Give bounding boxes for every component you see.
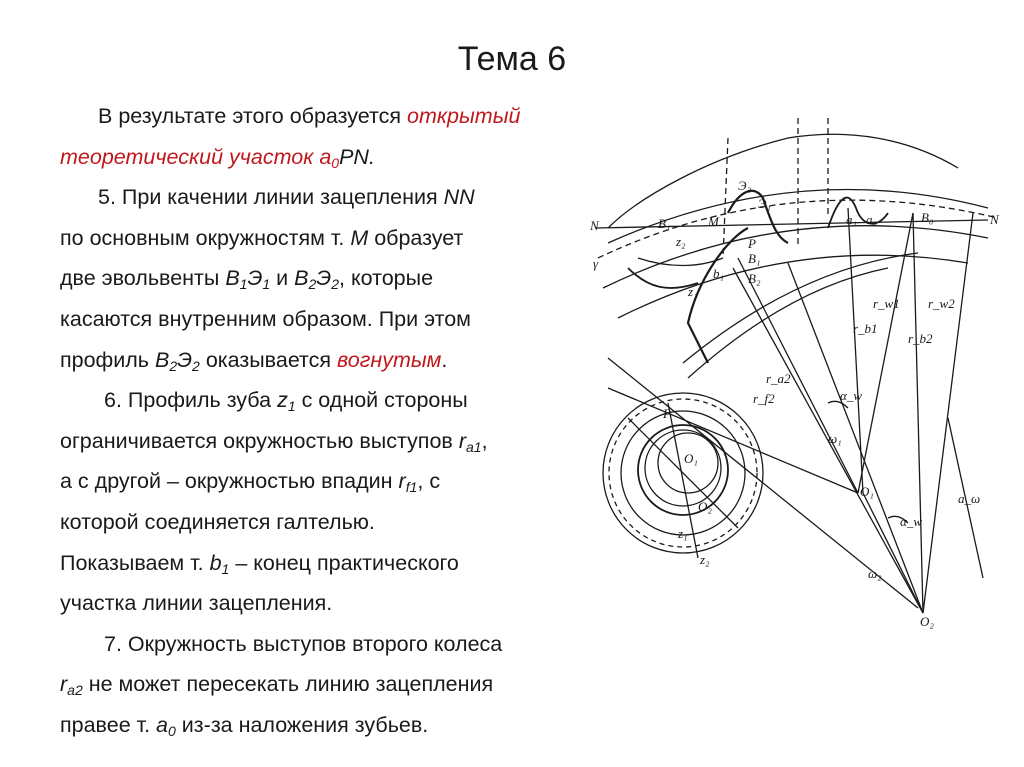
highlight-concave: вогнутым bbox=[337, 347, 442, 372]
text-line: участка линии зацепления. bbox=[60, 591, 333, 616]
label-P: P bbox=[747, 236, 756, 251]
label-O2: O₂ bbox=[920, 614, 934, 629]
label-rb1: r_b1 bbox=[853, 321, 878, 336]
label-ra2: r_a2 bbox=[766, 371, 791, 386]
label-O1: O₁ bbox=[860, 484, 874, 499]
label-z1-top: z₁ bbox=[687, 284, 698, 299]
label-alpha-w: α_w bbox=[840, 388, 862, 403]
text-line: две эвольвенты B1Э1 и B2Э2, которые bbox=[60, 266, 434, 293]
text-line: ra2 не может пересекать линию зацепления bbox=[60, 672, 494, 699]
label-rw1: r_w1 bbox=[873, 296, 900, 311]
label-rf2: r_f2 bbox=[753, 391, 775, 406]
label-z1-small: z₁ bbox=[677, 526, 688, 541]
label-E1: Э₁ bbox=[758, 196, 771, 211]
label-B1b: B₁ bbox=[748, 251, 760, 266]
gear-mesh-diagram: N N B₁ M a₁ a₀ B₀ z₂ z₁ Э₂ Э₁ P B₁ B₂ b₁… bbox=[588, 118, 1018, 638]
label-gamma: γ bbox=[593, 256, 599, 271]
text-line: ограничивается окружностью выступов ra1, bbox=[60, 428, 488, 455]
label-E2: Э₂ bbox=[738, 178, 752, 193]
highlight-open: открытый bbox=[407, 104, 521, 128]
text-line: теоретический участок a0PN. bbox=[60, 137, 600, 178]
label-N-left: N bbox=[589, 218, 600, 233]
text-line: 5. При качении линии зацепления NN bbox=[98, 185, 475, 210]
label-aw: a_ω bbox=[958, 491, 980, 506]
label-N-right: N bbox=[989, 212, 1000, 227]
text-line: а с другой – окружностью впадин rf1, с bbox=[60, 469, 441, 496]
text-line: В результате этого образуется открытый bbox=[60, 96, 600, 137]
label-alpha-w2: α_w bbox=[900, 514, 922, 529]
highlight-theoretical: теоретический участок a0 bbox=[60, 144, 340, 171]
label-B1: B₁ bbox=[658, 216, 670, 231]
gear-diagram-svg: N N B₁ M a₁ a₀ B₀ z₂ z₁ Э₂ Э₁ P B₁ B₂ b₁… bbox=[589, 118, 1000, 629]
text-line: профиль B2Э2 оказывается вогнутым. bbox=[60, 347, 448, 374]
label-a0: a₀ bbox=[866, 212, 877, 227]
label-B0: B₀ bbox=[921, 210, 933, 225]
text-line: 7. Окружность выступов второго колеса bbox=[104, 631, 503, 656]
label-z2-small: z₂ bbox=[699, 552, 710, 567]
label-M: M bbox=[707, 214, 720, 229]
label-a1: a₁ bbox=[846, 212, 857, 227]
text-line: Показываем т. b1 – конец практического bbox=[60, 550, 459, 577]
label-omega2: ω₂ bbox=[868, 566, 882, 581]
slide-title: Тема 6 bbox=[457, 40, 567, 78]
label-z2-top: z₂ bbox=[675, 234, 686, 249]
label-omega1: ω₁ bbox=[828, 431, 842, 446]
body-text: В результате этого образуется открытый т… bbox=[60, 96, 600, 746]
text-line: 6. Профиль зуба z1 с одной стороны bbox=[104, 388, 468, 415]
text-line: которой соединяется галтелью. bbox=[60, 509, 375, 534]
label-O2-small: O₂ bbox=[698, 499, 712, 514]
label-O1-small: O₁ bbox=[684, 451, 698, 466]
text-span: В результате этого образуется bbox=[98, 104, 407, 128]
label-rb2: r_b2 bbox=[908, 331, 933, 346]
label-B2: B₂ bbox=[748, 271, 761, 286]
label-rw2: r_w2 bbox=[928, 296, 955, 311]
text-line: правее т. a0 из-за наложения зубьев. bbox=[60, 712, 429, 739]
text-line: по основным окружностям т. M образует bbox=[60, 225, 464, 250]
text-line: касаются внутренним образом. При этом bbox=[60, 306, 471, 331]
label-b1: b₁ bbox=[713, 266, 724, 281]
text-span: PN. bbox=[339, 144, 375, 169]
label-P-small: P bbox=[662, 406, 671, 421]
